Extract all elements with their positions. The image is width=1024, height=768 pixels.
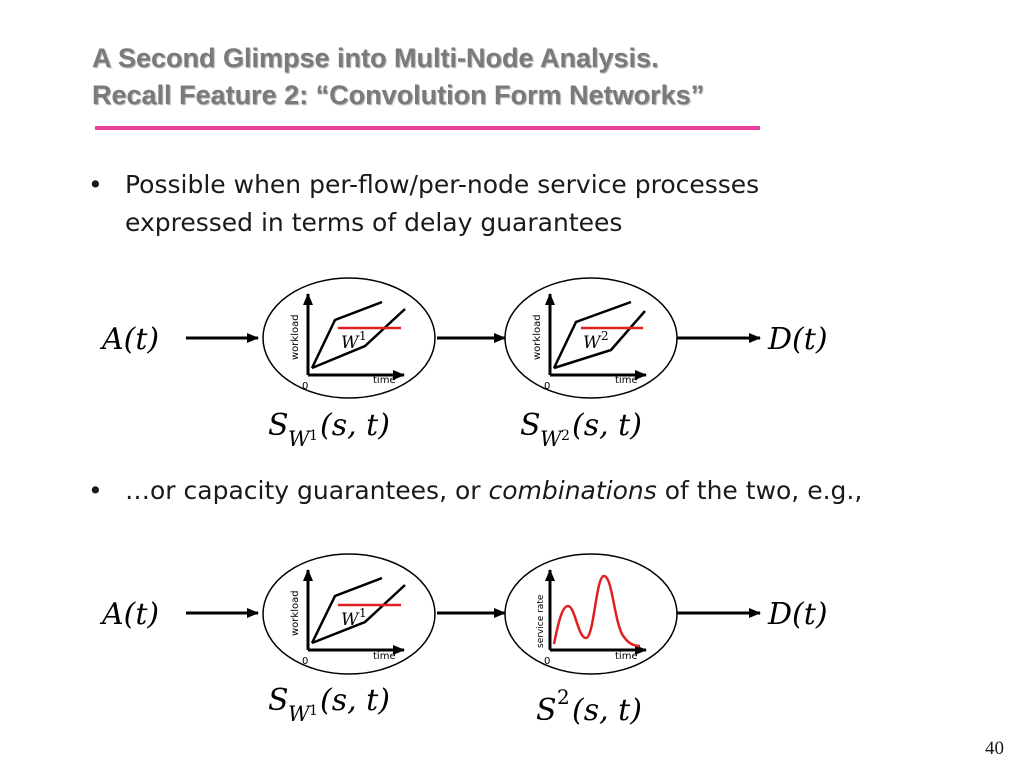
bullet-text-emphasis: combinations <box>488 476 657 505</box>
caption-subscript-index: 2 <box>561 428 570 444</box>
bullet-dot: • <box>88 170 103 199</box>
service-process-caption-1: S W 1 (s, t) <box>268 408 390 451</box>
bullet-item: • …or capacity guarantees, or combinatio… <box>88 472 862 510</box>
curve-label-superscript: 2 <box>601 329 609 343</box>
departure-process-label: D(t) <box>767 322 828 357</box>
axis-origin-label: 0 <box>544 381 550 392</box>
slide-title-line1: A Second Glimpse into Multi-Node Analysi… <box>92 43 659 73</box>
bullet-text-line: Possible when per-flow/per-node service … <box>125 170 760 199</box>
tandem-network-diagram-delay: A(t) D(t) 0 time workload W 1 0 time wor… <box>99 277 828 451</box>
tandem-network-diagram-combined: A(t) D(t) 0 time workload W 1 0 time ser… <box>99 553 828 728</box>
caption-args: (s, t) <box>572 693 642 728</box>
caption-subscript-index: 1 <box>309 703 318 719</box>
caption-subscript: W <box>540 427 564 451</box>
node-2-delay-server: 0 time workload W 2 <box>504 277 678 399</box>
service-process-caption-2: S W 2 (s, t) <box>520 408 642 451</box>
service-process-caption-2: S 2 (s, t) <box>536 685 642 728</box>
node-1-delay-server: 0 time workload W 1 <box>262 277 436 399</box>
curve-label: W <box>583 333 602 353</box>
page-number: 40 <box>985 738 1004 759</box>
service-process-caption-1: S W 1 (s, t) <box>268 683 390 726</box>
caption-args: (s, t) <box>320 408 390 443</box>
axis-origin-label: 0 <box>302 656 308 667</box>
bullet-text: of the two, e.g., <box>656 476 863 505</box>
x-axis-label: time <box>373 651 396 662</box>
x-axis-label: time <box>615 375 638 386</box>
caption-subscript: W <box>288 702 312 726</box>
curve-label: W <box>341 610 360 630</box>
curve-label: W <box>341 333 360 353</box>
y-axis-label: workload <box>290 590 301 636</box>
y-axis-label: service rate <box>536 594 546 648</box>
bullet-text-line: expressed in terms of delay guarantees <box>125 208 623 237</box>
caption-subscript-index: 1 <box>309 428 318 444</box>
caption-base: S <box>268 408 289 443</box>
arrival-process-label: A(t) <box>99 597 159 632</box>
caption-args: (s, t) <box>572 408 642 443</box>
bullet-dot: • <box>88 476 103 505</box>
caption-subscript: W <box>288 427 312 451</box>
node-1-delay-server: 0 time workload W 1 <box>262 553 436 675</box>
x-axis-label: time <box>615 651 638 662</box>
x-axis-label: time <box>373 375 396 386</box>
title-underline <box>95 126 760 130</box>
slide-title: A Second Glimpse into Multi-Node Analysi… <box>92 40 704 114</box>
axis-origin-label: 0 <box>302 381 308 392</box>
bullet-text: …or capacity guarantees, or <box>125 476 489 505</box>
departure-process-label: D(t) <box>767 597 828 632</box>
caption-base: S <box>268 683 289 718</box>
caption-base: S <box>536 693 557 728</box>
y-axis-label: workload <box>290 314 301 360</box>
axis-origin-label: 0 <box>544 656 550 667</box>
arrival-process-label: A(t) <box>99 322 159 357</box>
bullet-item: • Possible when per-flow/per-node servic… <box>88 166 759 242</box>
curve-label-superscript: 1 <box>359 329 367 343</box>
node-2-capacity-server: 0 time service rate <box>504 553 678 675</box>
curve-label-superscript: 1 <box>359 606 367 620</box>
caption-superscript: 2 <box>557 685 570 709</box>
caption-args: (s, t) <box>320 683 390 718</box>
caption-base: S <box>520 408 541 443</box>
slide-title-line2: Recall Feature 2: “Convolution Form Netw… <box>92 80 705 110</box>
y-axis-label: workload <box>532 314 543 360</box>
